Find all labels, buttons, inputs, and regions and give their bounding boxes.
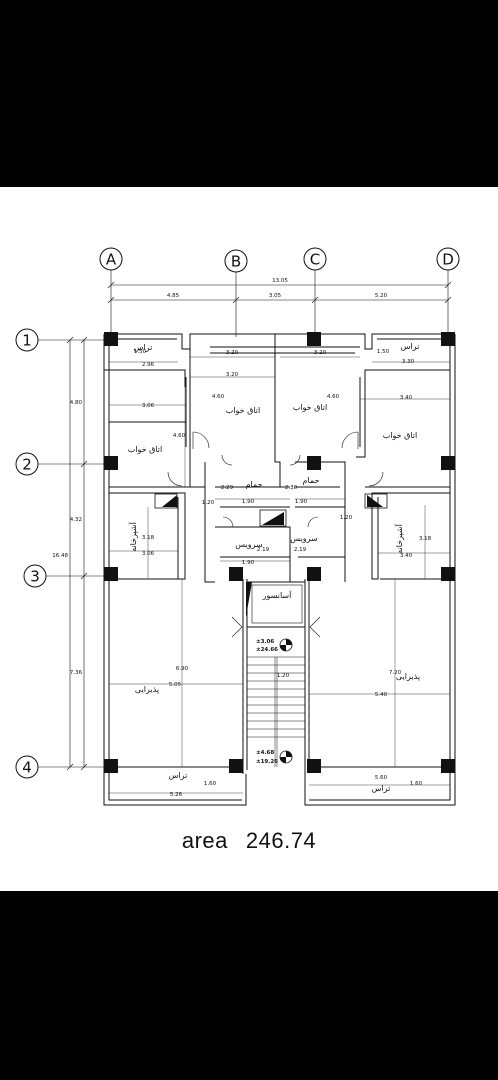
area-label: area: [181, 828, 228, 853]
axis-label-3: 3: [30, 568, 40, 586]
dim-living-depth-l: 6.90: [176, 666, 189, 672]
room-label-wc-r: سرویس: [290, 534, 318, 543]
axis-label-D: D: [442, 251, 454, 269]
dim-bath-w-l: 1.90: [242, 499, 255, 505]
axis-label-B: B: [231, 253, 241, 271]
dim-bath-h-l: 2.29: [221, 485, 234, 491]
room-label-kitchen-l: آشپزخانه: [128, 521, 138, 551]
room-label-bath-r: حمام: [303, 476, 320, 485]
dim-terrace-width-l: 2.96: [142, 362, 155, 368]
dim-terrace-bottom-r-width: 5.60: [375, 775, 388, 781]
dim-terrace-depth-l: 1.50: [134, 349, 147, 355]
dim-bedroom-depth-r: 4.60: [327, 394, 340, 400]
dim-terrace-bottom-l-depth: 1.60: [204, 781, 217, 787]
dim-bath-w-r: 1.90: [295, 499, 308, 505]
dim-bay-cd: 5.20: [375, 293, 388, 299]
dim-terrace-width-r: 3.30: [402, 359, 415, 365]
area-caption: area 246.74: [0, 828, 498, 854]
interior-dimension-lines: [109, 356, 450, 794]
axis-label-4: 4: [22, 759, 32, 777]
axis-label-C: C: [310, 251, 320, 269]
room-label-bath-l: حمام: [246, 480, 263, 489]
level-lower-a: ±4.68: [256, 750, 274, 756]
room-label-living-l: پذیرایی: [135, 685, 159, 694]
axis-label-A: A: [106, 251, 117, 269]
dim-bath-h-r: 2.30: [285, 485, 298, 491]
dim-living-width-l: 5.05: [169, 682, 182, 688]
room-label-bedroom-3: اتاق خواب: [128, 445, 162, 454]
left-dimensions: [66, 336, 88, 771]
stair-treads: [247, 656, 305, 767]
dim-bay-bc: 3.05: [269, 293, 282, 299]
dim-living-width-r: 5.40: [375, 692, 388, 698]
room-label-kitchen-r: آشپزخانه: [394, 523, 404, 553]
dim-bedroom-depth-l: 4.60: [212, 394, 225, 400]
room-label-wc-l: سرویس: [235, 540, 263, 549]
duct-shafts: [154, 493, 388, 527]
dim-kitchen-width-r: 3.40: [400, 553, 413, 559]
floor-plan: A B C D 1 2 3 4: [15, 247, 460, 806]
dim-kitchen-depth-r: 3.18: [419, 536, 432, 542]
axis-label-2: 2: [22, 456, 32, 474]
room-label-bedroom-4: اتاق خواب: [383, 431, 417, 440]
dim-closet-l: 1.20: [202, 500, 215, 506]
room-label-living-r: پذیرایی: [396, 672, 420, 681]
dim-terrace-bottom-r-depth: 1.60: [410, 781, 423, 787]
room-label-terrace-br: تراس: [372, 784, 391, 793]
dim-overall-height: 16.48: [52, 553, 68, 559]
door-swings: [167, 431, 384, 638]
dim-overall-width: 13.05: [272, 278, 288, 284]
dim-kitchen-depth-l: 3.18: [142, 535, 155, 541]
structural-columns: [104, 332, 455, 773]
room-labels: تراس تراس اتاق خواب اتاق خواب اتاق خواب …: [128, 342, 420, 793]
axis-bubbles-rows: 1 2 3 4: [15, 328, 104, 779]
dim-terrace-depth-r: 1.50: [377, 349, 390, 355]
drawing-sheet: A B C D 1 2 3 4: [0, 187, 498, 891]
dim-wc-depth-r: 2.19: [294, 547, 307, 553]
level-upper-a: ±3.06: [256, 639, 274, 645]
room-label-elevator: آسانسور: [262, 590, 293, 600]
dim-living-depth-r: 7.20: [389, 670, 402, 676]
dim-kitchen-width-l: 3.06: [142, 551, 155, 557]
room-label-terrace-tr: تراس: [401, 342, 420, 351]
dim-bay-ab: 4.85: [167, 293, 180, 299]
dim-terrace-bottom-l-width: 5.26: [170, 792, 183, 798]
axis-bubbles-columns: A B C D: [99, 247, 460, 337]
dim-bedroom-width-r: 3.40: [400, 395, 413, 401]
dim-corridor-top: 3.20: [226, 350, 239, 356]
dim-row-12: 4.80: [70, 400, 83, 406]
dim-row-23: 4.32: [70, 517, 82, 523]
level-marker-lower: ±4.68 ±19.26: [256, 750, 293, 765]
dim-closet-r: 1.20: [340, 515, 353, 521]
dim-stair-width: 1.20: [277, 673, 290, 679]
room-label-terrace-bl: تراس: [169, 771, 188, 780]
top-dimensions: [107, 281, 452, 304]
dim-corridor-second: 3.20: [226, 372, 239, 378]
level-lower-b: ±19.26: [256, 759, 278, 765]
room-label-bedroom-1: اتاق خواب: [226, 406, 260, 415]
dim-wc-depth-l: 2.19: [257, 547, 270, 553]
level-upper-b: ±24.66: [256, 647, 278, 653]
area-value: 246.74: [245, 828, 317, 853]
walls: [103, 333, 456, 806]
room-label-bedroom-2: اتاق خواب: [293, 403, 327, 412]
level-marker-upper: ±3.06 ±24.66: [256, 638, 293, 653]
room-label-terrace-tl: تراس: [134, 343, 153, 352]
interior-dimension-labels: 1.50 2.96 1.50 3.30 3.20 3.20 3.20 4.60 …: [134, 349, 432, 798]
dim-bedroom2-depth: 4.60: [173, 433, 186, 439]
dim-row-34: 7.36: [70, 670, 83, 676]
axis-label-1: 1: [22, 332, 32, 350]
dim-bedroom-width-l: 3.06: [142, 403, 155, 409]
dim-corridor-top-r: 3.20: [314, 350, 327, 356]
dim-wc-width: 1.90: [242, 560, 255, 566]
elevator-shaft: [246, 582, 303, 624]
